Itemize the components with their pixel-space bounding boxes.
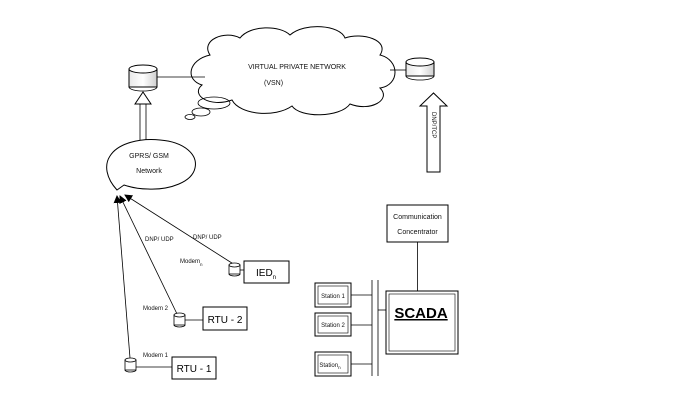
dnp-tcp-arrow: DNP/TCP <box>418 92 449 173</box>
ied-box: IEDn <box>243 260 290 284</box>
svg-text:RTU - 1: RTU - 1 <box>177 364 212 375</box>
rtu-1-box: RTU - 1 <box>171 356 217 380</box>
svg-text:IEDn: IEDn <box>256 268 276 281</box>
modem-2-label: Modem 2 <box>143 306 169 312</box>
modem-n-icon <box>228 262 241 277</box>
scada-box: SCADA <box>385 290 459 355</box>
gprs-label: GPRS/ GSM <box>129 153 169 160</box>
dnp-udp-left-label: DNP/ UDP <box>145 237 174 243</box>
svg-text:SCADA: SCADA <box>394 305 448 322</box>
station-1: Station 1 <box>314 282 372 308</box>
vpn-cloud: VIRTUAL PRIVATE NETWORK (VSN) <box>184 26 396 120</box>
dnp-udp-right-label: DNP/ UDP <box>193 235 222 241</box>
vsn-label: (VSN) <box>264 80 283 87</box>
station-bus <box>371 280 386 376</box>
communication-concentrator: Communication Concentrator <box>386 204 449 243</box>
modem-1-label: Modem 1 <box>143 353 169 359</box>
network-label: Network <box>136 168 162 175</box>
svg-text:Station 2: Station 2 <box>321 323 345 329</box>
svg-text:Communication: Communication <box>393 214 442 221</box>
modem-n-label: Modemn <box>180 259 203 267</box>
svg-text:DNP/TCP: DNP/TCP <box>430 112 436 138</box>
modem-links <box>113 194 236 359</box>
gprs-to-server-arrow <box>134 91 152 140</box>
left-server-icon <box>128 64 158 92</box>
modem-2-icon <box>173 312 186 328</box>
station-n: Stationn <box>314 351 372 377</box>
svg-text:Concentrator: Concentrator <box>397 229 438 236</box>
right-server-icon <box>405 57 435 81</box>
svg-text:Stationn: Stationn <box>319 363 341 370</box>
modem-1-icon <box>124 357 137 373</box>
svg-text:Station 1: Station 1 <box>321 294 345 300</box>
rtu-2-box: RTU - 2 <box>202 306 248 331</box>
svg-text:RTU - 2: RTU - 2 <box>208 315 243 326</box>
station-2: Station 2 <box>314 312 372 337</box>
gprs-gsm-network: GPRS/ GSM Network <box>106 139 196 191</box>
vpn-label: VIRTUAL PRIVATE NETWORK <box>248 64 346 71</box>
